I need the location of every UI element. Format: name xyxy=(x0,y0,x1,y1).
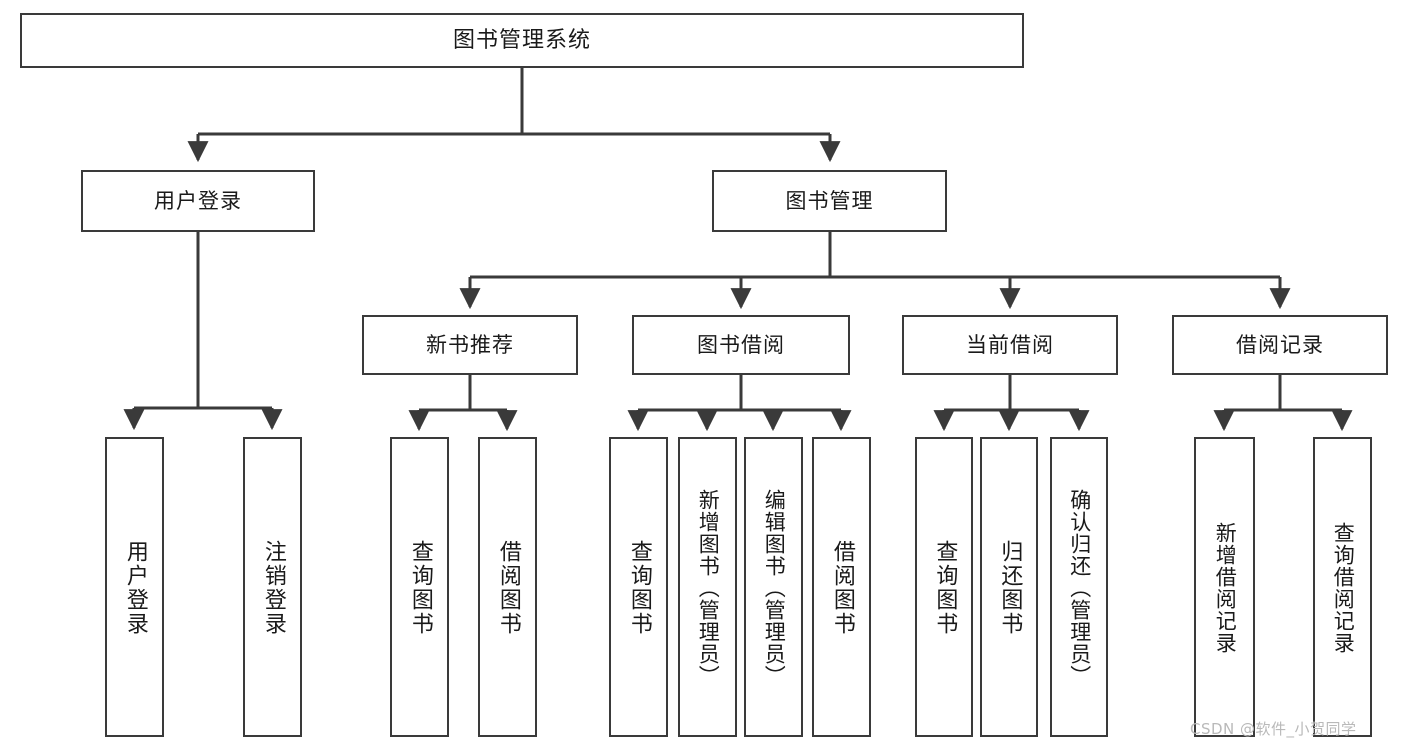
node-user-login[interactable]: 用户登录 xyxy=(81,170,315,232)
node-leaf-borrow-query-book[interactable]: 查询图书 xyxy=(609,437,668,737)
node-leaf-confirm-return[interactable]: 确认归还（管理员） xyxy=(1050,437,1108,737)
node-leaf-borrow-book-label: 借阅图书 xyxy=(829,540,855,636)
node-leaf-add-book-label: 新增图书（管理员） xyxy=(696,489,721,687)
csdn-watermark: CSDN @软件_小贺同学 xyxy=(1190,720,1357,738)
node-leaf-cur-query-book[interactable]: 查询图书 xyxy=(915,437,973,737)
node-book-manage[interactable]: 图书管理 xyxy=(712,170,947,232)
node-leaf-return-book[interactable]: 归还图书 xyxy=(980,437,1038,737)
node-leaf-add-record[interactable]: 新增借阅记录 xyxy=(1194,437,1255,737)
node-leaf-user-login-label: 用户登录 xyxy=(122,540,148,636)
node-book-manage-label: 图书管理 xyxy=(785,188,874,213)
node-leaf-confirm-return-label: 确认归还（管理员） xyxy=(1067,489,1092,687)
node-leaf-edit-book-label: 编辑图书（管理员） xyxy=(762,489,787,687)
node-root[interactable]: 图书管理系统 xyxy=(20,13,1024,68)
node-borrow-record-label: 借阅记录 xyxy=(1236,332,1324,357)
node-leaf-rec-query-book-label: 查询图书 xyxy=(407,540,433,636)
node-user-login-label: 用户登录 xyxy=(154,188,242,213)
node-borrow-record[interactable]: 借阅记录 xyxy=(1172,315,1388,375)
node-leaf-rec-borrow-book[interactable]: 借阅图书 xyxy=(478,437,537,737)
node-leaf-borrow-query-book-label: 查询图书 xyxy=(626,540,652,636)
node-leaf-user-logout-label: 注销登录 xyxy=(260,540,286,636)
node-book-borrow-label: 图书借阅 xyxy=(697,332,785,357)
node-leaf-add-record-label: 新增借阅记录 xyxy=(1213,522,1238,654)
node-leaf-add-book[interactable]: 新增图书（管理员） xyxy=(678,437,737,737)
node-leaf-query-record-label: 查询借阅记录 xyxy=(1331,522,1356,654)
node-leaf-cur-query-book-label: 查询图书 xyxy=(932,540,958,636)
node-leaf-borrow-book[interactable]: 借阅图书 xyxy=(812,437,871,737)
node-leaf-query-record[interactable]: 查询借阅记录 xyxy=(1313,437,1372,737)
node-current-borrow-label: 当前借阅 xyxy=(966,332,1054,357)
node-leaf-edit-book[interactable]: 编辑图书（管理员） xyxy=(744,437,803,737)
node-new-book-rec[interactable]: 新书推荐 xyxy=(362,315,578,375)
node-leaf-user-logout[interactable]: 注销登录 xyxy=(243,437,302,737)
node-leaf-rec-borrow-book-label: 借阅图书 xyxy=(495,540,521,636)
node-root-label: 图书管理系统 xyxy=(452,27,591,53)
node-new-book-rec-label: 新书推荐 xyxy=(426,332,514,357)
node-leaf-return-book-label: 归还图书 xyxy=(997,540,1023,636)
node-leaf-rec-query-book[interactable]: 查询图书 xyxy=(390,437,449,737)
node-book-borrow[interactable]: 图书借阅 xyxy=(632,315,850,375)
node-leaf-user-login[interactable]: 用户登录 xyxy=(105,437,164,737)
node-current-borrow[interactable]: 当前借阅 xyxy=(902,315,1118,375)
